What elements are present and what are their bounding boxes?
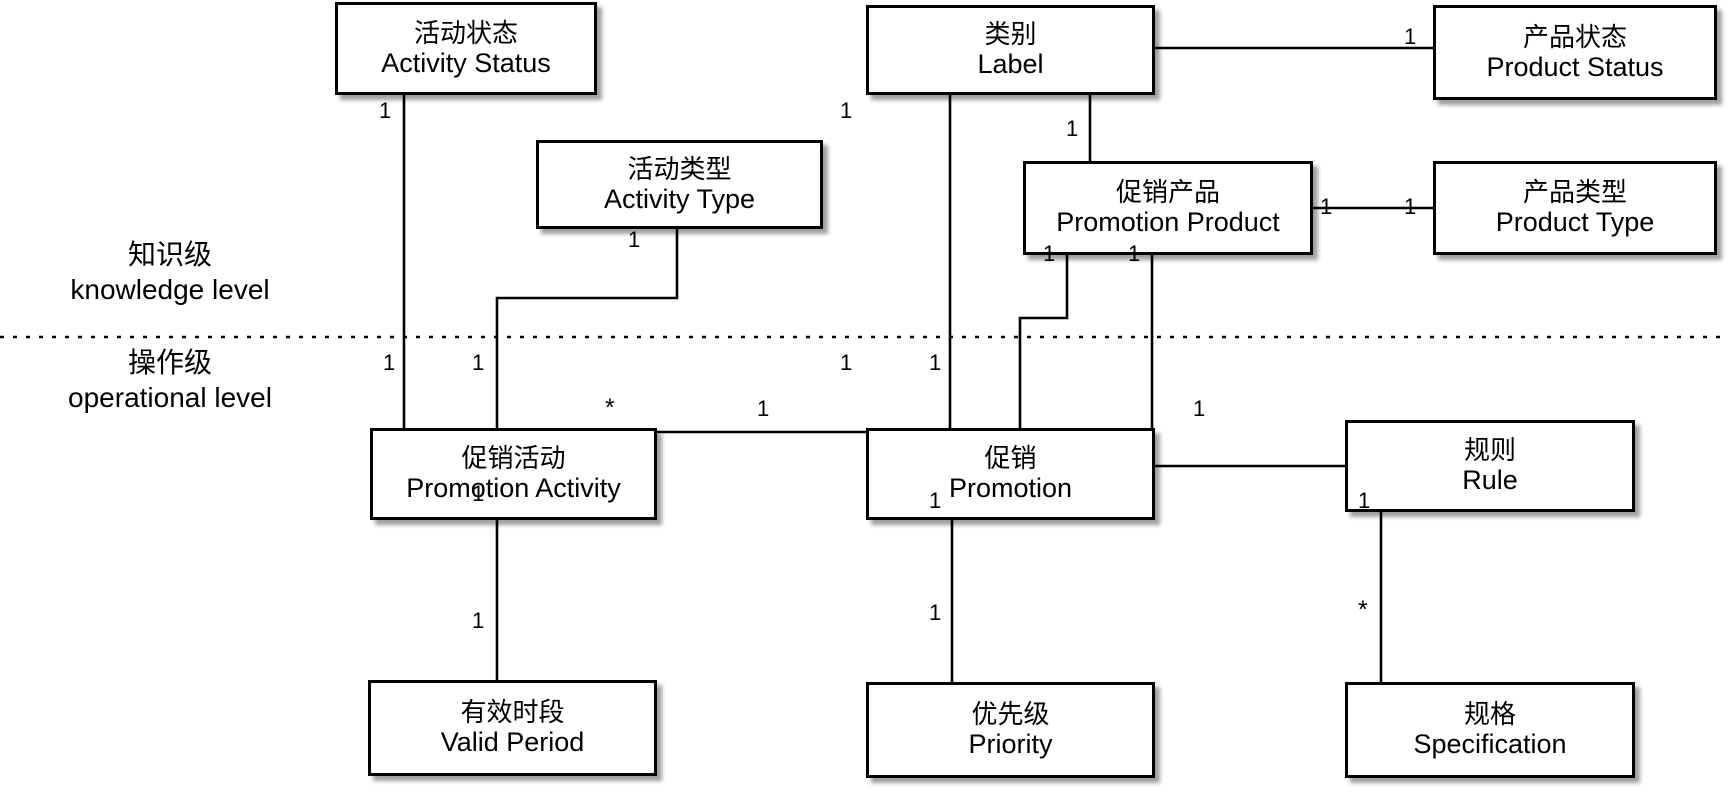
multiplicity-promotion-activity-bottom: 1	[472, 481, 485, 506]
multiplicity-promotion-top-left: 1	[840, 350, 853, 375]
multiplicity-association-activity-star: *	[605, 394, 615, 422]
class-box-product-status[interactable]: 产品状态 Product Status	[1433, 5, 1717, 100]
class-box-product-type[interactable]: 产品类型 Product Type	[1433, 161, 1717, 255]
class-name-en: Specification	[1413, 729, 1567, 760]
class-box-promotion-product[interactable]: 促销产品 Promotion Product	[1023, 161, 1313, 255]
class-name-en: Promotion	[948, 473, 1073, 504]
class-name-zh: 产品状态	[1522, 21, 1627, 52]
class-box-valid-period[interactable]: 有效时段 Valid Period	[368, 680, 657, 776]
edge-promotion-product-promotion	[1018, 255, 1069, 428]
class-name-zh: 活动类型	[627, 153, 732, 184]
class-name-zh: 规则	[1463, 435, 1516, 466]
multiplicity-promotion-product-right: 1	[1320, 194, 1333, 219]
class-name-zh: 促销活动	[461, 443, 566, 474]
class-box-promotion[interactable]: 促销 Promotion	[866, 428, 1155, 520]
class-name-en: Activity Type	[603, 183, 756, 214]
multiplicity-priority-top: 1	[929, 600, 942, 625]
operational-level-en: operational level	[68, 382, 272, 413]
multiplicity-activity-status-bottom: 1	[379, 98, 392, 123]
multiplicity-product-type-left: 1	[1404, 194, 1417, 219]
multiplicity-promotion-product-bottom-left: 1	[1043, 241, 1056, 266]
knowledge-level-caption: 知识级 knowledge level	[20, 237, 320, 307]
class-name-en: Promotion Product	[1056, 207, 1280, 238]
class-name-zh: 促销产品	[1115, 177, 1220, 208]
class-name-en: Activity Status	[381, 47, 551, 78]
class-box-activity-type[interactable]: 活动类型 Activity Type	[536, 140, 823, 229]
multiplicity-promotion-activity-top-left: 1	[383, 350, 396, 375]
class-box-label[interactable]: 类别 Label	[866, 5, 1155, 95]
knowledge-level-en: knowledge level	[70, 274, 270, 305]
multiplicity-label-bottom: 1	[840, 98, 853, 123]
class-box-specification[interactable]: 规格 Specification	[1345, 682, 1635, 778]
multiplicity-valid-period-top: 1	[472, 608, 485, 633]
operational-level-caption: 操作级 operational level	[20, 345, 320, 415]
class-name-en: Rule	[1462, 465, 1518, 496]
operational-level-zh: 操作级	[127, 347, 212, 378]
class-name-zh: 活动状态	[413, 17, 518, 48]
multiplicity-promotion-activity-top-right: 1	[472, 350, 485, 375]
class-name-en: Label	[977, 49, 1044, 80]
class-name-en: Valid Period	[440, 727, 585, 758]
class-name-zh: 优先级	[971, 699, 1050, 730]
edge-activity-type-promotion-activity	[495, 229, 679, 428]
class-name-zh: 产品类型	[1522, 177, 1627, 208]
class-box-promotion-activity[interactable]: 促销活动 Promotion Activity	[370, 428, 657, 520]
knowledge-level-zh: 知识级	[127, 239, 212, 270]
class-name-en: Product Status	[1486, 51, 1664, 82]
class-box-rule[interactable]: 规则 Rule	[1345, 420, 1635, 512]
multiplicity-rule-left: 1	[1193, 396, 1206, 421]
class-box-priority[interactable]: 优先级 Priority	[866, 682, 1155, 778]
class-box-activity-status[interactable]: 活动状态 Activity Status	[335, 2, 597, 95]
class-name-zh: 类别	[984, 19, 1037, 50]
multiplicity-promotion-bottom: 1	[929, 488, 942, 513]
multiplicity-product-status-left: 1	[1404, 24, 1417, 49]
class-name-en: Priority	[968, 729, 1053, 760]
class-name-zh: 规格	[1463, 699, 1516, 730]
multiplicity-specification-top: *	[1358, 596, 1368, 624]
class-name-zh: 促销	[984, 443, 1037, 474]
multiplicity-promotion-product-top: 1	[1066, 116, 1079, 141]
class-name-zh: 有效时段	[460, 697, 565, 728]
class-name-en: Product Type	[1495, 207, 1655, 238]
multiplicity-rule-bottom: 1	[1358, 488, 1371, 513]
class-name-en: Promotion Activity	[406, 473, 621, 504]
edge-promotion-product-rule	[1150, 255, 1345, 468]
multiplicity-promotion-top-right: 1	[929, 350, 942, 375]
multiplicity-activity-type-bottom: 1	[628, 227, 641, 252]
multiplicity-promotion-product-bottom-right: 1	[1128, 241, 1141, 266]
multiplicity-association-promotion-one: 1	[757, 396, 770, 421]
